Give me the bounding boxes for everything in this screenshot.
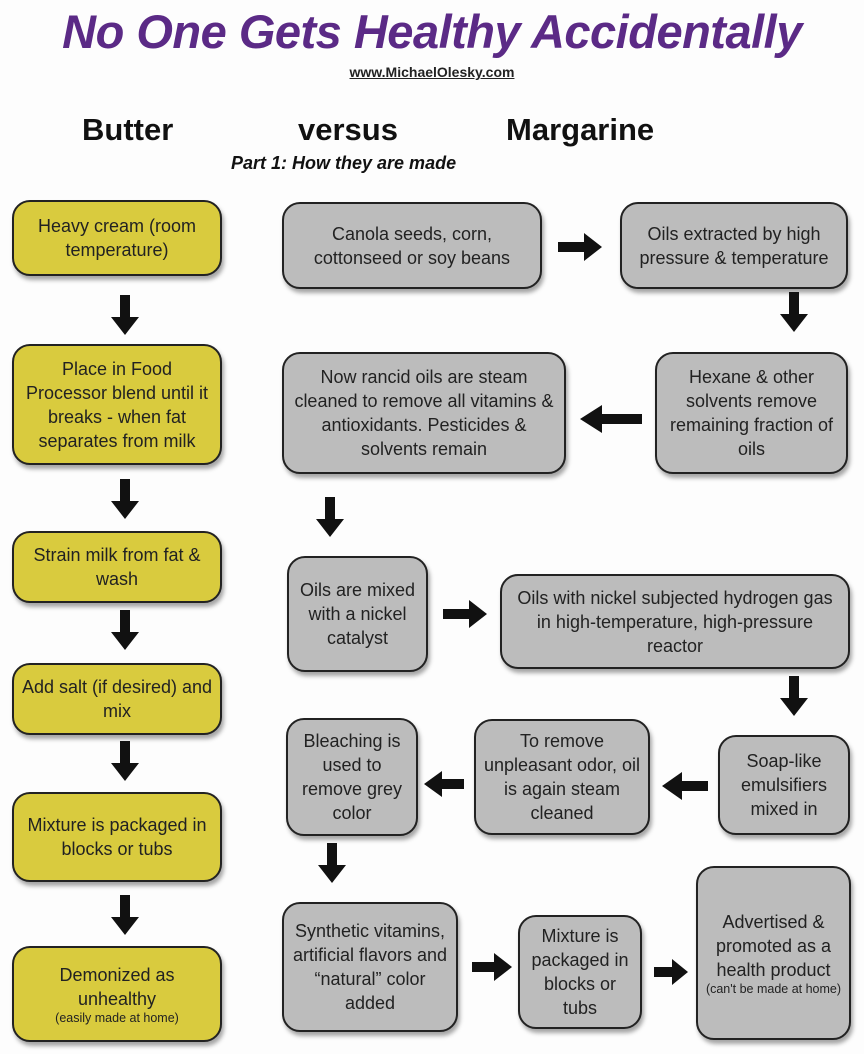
arrow-left-icon [580,405,642,433]
arrow-down-icon [780,676,808,716]
arrow-down-icon [316,497,344,537]
arrow-down-icon [111,295,139,335]
step-text: Oils extracted by high pressure & temper… [639,223,829,268]
arrow-down-icon [111,741,139,781]
step-text: Heavy cream (room temperature) [37,216,197,260]
margarine-step-9: Bleaching is used to remove grey color [286,718,418,836]
step-text: Canola seeds, corn, cottonseed or soy be… [313,223,511,268]
margarine-heading: Margarine [506,112,655,147]
step-text: Soap-like emulsifiers mixed in [740,751,828,819]
butter-step-1: Heavy cream (room temperature) [12,200,222,276]
subtitle: Part 1: How they are made [231,153,457,173]
step-text: Hexane & other solvents remove remaining… [669,367,834,459]
arrow-right-icon [654,959,688,985]
margarine-step-1: Canola seeds, corn, cottonseed or soy be… [282,202,542,289]
margarine-step-10: Synthetic vitamins, artificial flavors a… [282,902,458,1032]
step-text: Demonized as unhealthy [59,964,175,1009]
arrow-right-icon [558,233,602,261]
butter-heading: Butter [82,112,174,147]
margarine-step-8: To remove unpleasant odor, oil is again … [474,719,650,835]
arrow-down-icon [111,895,139,935]
step-text: Bleaching is used to remove grey color [301,731,403,823]
step-text: To remove unpleasant odor, oil is again … [483,731,641,823]
margarine-step-7: Soap-like emulsifiers mixed in [718,735,850,835]
step-text: Advertised & promoted as a health produc… [715,911,832,980]
butter-step-6: Demonized as unhealthy(easily made at ho… [12,946,222,1042]
step-text: Mixture is packaged in blocks or tubs [531,926,629,1018]
butter-step-5: Mixture is packaged in blocks or tubs [12,792,222,882]
step-text: Oils with nickel subjected hydrogen gas … [517,587,833,656]
arrow-right-icon [443,600,487,628]
arrow-right-icon [472,953,512,981]
butter-step-4: Add salt (if desired) and mix [12,663,222,735]
arrow-down-icon [111,610,139,650]
margarine-step-6: Oils with nickel subjected hydrogen gas … [500,574,850,669]
arrow-left-icon [662,772,708,800]
step-text: Now rancid oils are steam cleaned to rem… [294,367,554,459]
step-text: Add salt (if desired) and mix [21,677,213,721]
step-note: (can't be made at home) [705,981,842,996]
arrow-down-icon [111,479,139,519]
arrow-left-icon [424,771,464,797]
step-text: Strain milk from fat & wash [33,545,201,589]
step-text: Mixture is packaged in blocks or tubs [27,815,207,859]
step-text: Oils are mixed with a nickel catalyst [299,580,416,648]
step-text: Synthetic vitamins, artificial flavors a… [292,921,448,1013]
margarine-step-4: Now rancid oils are steam cleaned to rem… [282,352,566,474]
margarine-step-2: Oils extracted by high pressure & temper… [620,202,848,289]
margarine-step-5: Oils are mixed with a nickel catalyst [287,556,428,672]
step-text: Place in Food Processor blend until it b… [25,358,209,451]
butter-step-3: Strain milk from fat & wash [12,531,222,603]
margarine-step-12: Advertised & promoted as a health produc… [696,866,851,1040]
butter-step-2: Place in Food Processor blend until it b… [12,344,222,465]
margarine-step-11: Mixture is packaged in blocks or tubs [518,915,642,1029]
page-title: No One Gets Healthy Accidentally [62,5,802,58]
arrow-down-icon [780,292,808,332]
versus-heading: versus [298,112,398,147]
website-link[interactable]: www.MichaelOlesky.com [349,64,515,80]
step-note: (easily made at home) [55,1010,179,1025]
arrow-down-icon [318,843,346,883]
margarine-step-3: Hexane & other solvents remove remaining… [655,352,848,474]
